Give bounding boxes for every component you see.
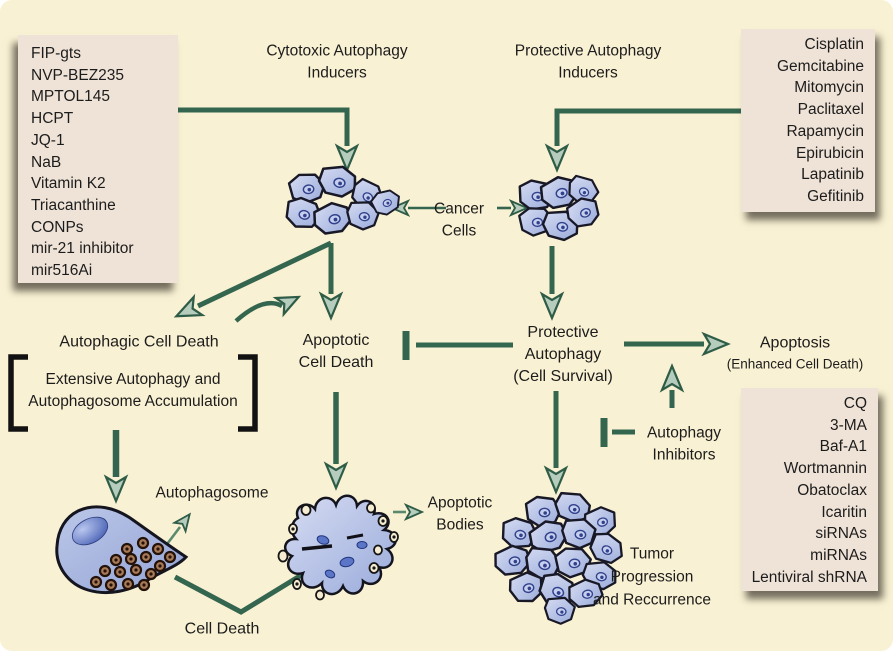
drug-item: Triacanthine [31, 196, 116, 214]
cancer-cells-label: Cancer Cells [434, 200, 484, 240]
drug-item: Cisplatin [804, 36, 864, 53]
protective-autophagy-label: Protective Autophagy (Cell Survival) [513, 324, 613, 385]
drug-item: HCPT [31, 110, 74, 128]
drug-item: Epirubicin [795, 144, 864, 162]
drug-item: Lentiviral shRNA [751, 568, 867, 586]
cell-death-label: Cell Death [184, 620, 260, 638]
protective-inducers-header: Protective Autophagy Inducers [514, 42, 662, 82]
autophagic-cell-nucleus [71, 516, 109, 546]
cytotoxic-inducer-arrow [175, 107, 360, 173]
arrow-to-autophagic-death [173, 240, 333, 318]
bracket-right [238, 354, 258, 432]
drug-item: mir516Ai [31, 262, 93, 280]
autophagic-cell-death-label: Autophagic Cell Death [59, 333, 219, 351]
cytotoxic-drugs-box: FIP-gts NVP-BEZ235 MPTOL145 HCPT JQ-1 Na… [18, 35, 178, 283]
drug-item: MPTOL145 [31, 88, 110, 106]
apoptotic-cell [277, 494, 399, 601]
drug-item: siRNAs [815, 525, 867, 543]
cancer-cells-right-cluster [518, 174, 600, 242]
drug-item: CQ [843, 395, 867, 412]
drug-item: NVP-BEZ235 [31, 66, 125, 84]
protective-inducer-arrow [544, 108, 741, 173]
drug-item: Lapatinib [801, 166, 864, 184]
bracket-left [8, 354, 28, 432]
drug-item: NaB [31, 153, 62, 171]
drug-item: Vitamin K2 [31, 175, 106, 193]
drug-item: Baf-A1 [819, 438, 867, 456]
cytotoxic-inducers-header: Cytotoxic Autophagy Inducers [266, 42, 408, 82]
drug-item: Icaritin [821, 503, 867, 521]
drug-item: Gemcitabine [776, 57, 864, 75]
drug-item: mir-21 inhibitor [31, 240, 134, 258]
drug-item: CONPs [31, 218, 84, 236]
drug-item: 3-MA [829, 416, 867, 434]
drug-item: miRNAs [810, 546, 867, 564]
apoptotic-bodies-dots [277, 502, 399, 601]
drug-item: Mitomycin [794, 79, 864, 97]
drug-item: Gefitinib [807, 187, 864, 205]
drug-item: Obatoclax [797, 481, 867, 499]
apoptosis-label: Apoptosis (Enhanced Cell Death) [726, 334, 864, 371]
apoptotic-cell-death-label: Apoptotic Cell Death [298, 332, 374, 371]
drug-item: JQ-1 [31, 131, 65, 149]
drug-item: Rapamycin [786, 122, 864, 140]
autophagy-inhibitors-label: Autophagy Inhibitors [646, 424, 722, 464]
tumor-progression-label: Tumor Progression and Reccurrence [592, 545, 712, 609]
autophagosome-vesicles [89, 536, 177, 592]
drug-item: Paclitaxel [797, 101, 864, 119]
apoptotic-bodies-label: Apoptotic Bodies [427, 494, 493, 534]
drug-item: Wortmannin [783, 460, 867, 478]
cancer-cells-left-cluster [285, 165, 400, 235]
drug-item: FIP-gts [31, 45, 81, 62]
autophagosome-label: Autophagosome [155, 484, 269, 502]
tumor-cell-cluster [494, 491, 623, 625]
curve-arrowhead [272, 295, 302, 318]
autophagy-inhibitor-agents-box: CQ 3-MA Baf-A1 Wortmannin Obatoclax Icar… [741, 388, 878, 591]
cell-death-v-lines [173, 568, 310, 615]
autophagic-cell [55, 505, 189, 595]
autophagic-to-apoptotic-curve [234, 300, 284, 323]
protective-drugs-box: Cisplatin Gemcitabine Mitomycin Paclitax… [741, 29, 875, 212]
bracket-note-label: Extensive Autophagy and Autophagosome Ac… [28, 371, 238, 410]
